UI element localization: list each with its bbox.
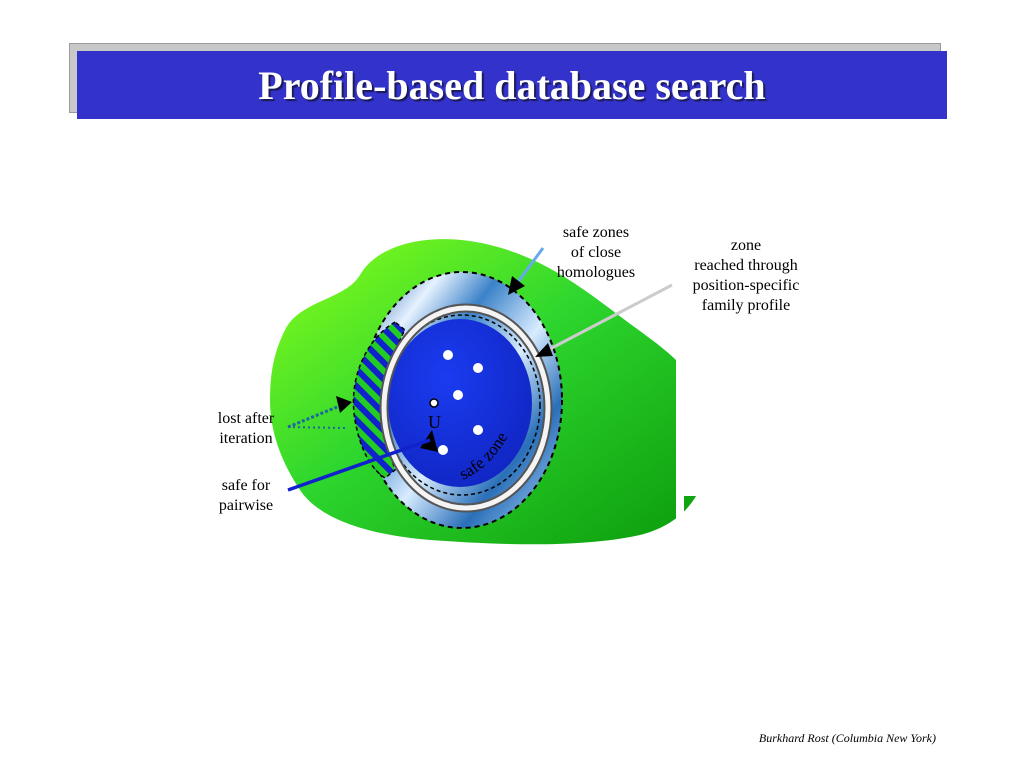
label-lost-after: lost after iteration [206, 409, 286, 449]
sequence-dot [473, 363, 483, 373]
arrow-profile-zone [547, 283, 673, 352]
label-line: of close [570, 244, 622, 261]
label-line: zone [730, 237, 762, 254]
label-line: pairwise [218, 497, 274, 514]
label-line: safe for [221, 477, 271, 494]
label-safe-zones-close: safe zones of close homologues [546, 223, 646, 283]
arrow-safe-pairwise [287, 438, 431, 492]
label-line: family profile [701, 297, 791, 314]
query-marker: U [428, 412, 441, 432]
label-line: homologues [556, 264, 636, 281]
arrow-safe-zones-head [508, 276, 525, 295]
arrow-lost-after-head [336, 396, 352, 413]
blue-zone-dashed [383, 314, 541, 496]
white-cut-block [684, 360, 714, 496]
label-line: lost after [217, 410, 275, 427]
label-line: reached through [694, 257, 798, 274]
white-cut-bar [676, 360, 684, 545]
sequence-dot [473, 425, 483, 435]
slide-footer: Burkhard Rost (Columbia New York) [758, 731, 936, 745]
sequence-dot [438, 445, 448, 455]
blue-safe-zone [388, 319, 532, 487]
profile-zone-ring-highlight [381, 305, 551, 511]
query-dot [429, 398, 439, 408]
sequence-dot [443, 350, 453, 360]
label-line: safe zones [562, 224, 630, 241]
label-line: position-specific [692, 277, 800, 294]
arrow-safe-zones [516, 247, 545, 283]
label-safe-pairwise: safe for pairwise [206, 476, 286, 516]
slide-title: Profile-based database search [258, 62, 766, 108]
sequence-dot [453, 390, 463, 400]
title-bar: Profile-based database search [77, 51, 947, 119]
label-line: iteration [219, 430, 273, 447]
arrow-profile-zone-head [535, 343, 553, 357]
label-zone-profile: zone reached through position-specific f… [676, 236, 816, 316]
